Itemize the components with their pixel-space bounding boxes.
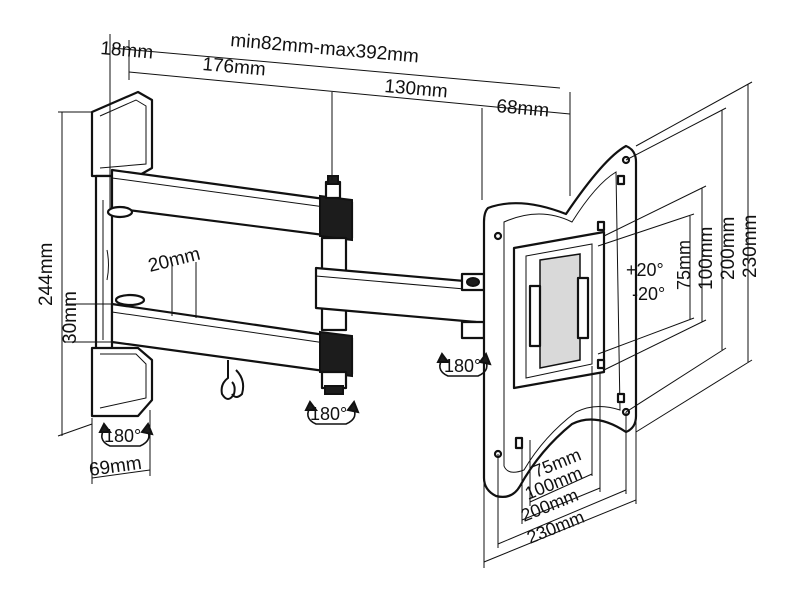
first-arm — [106, 168, 354, 395]
wall-plate-width-label: 69mm — [88, 453, 143, 481]
plate-rotation-label: 180° — [444, 356, 481, 376]
tilt-down-label: -20° — [632, 284, 665, 304]
second-arm-label: 130mm — [384, 76, 449, 102]
vesa-v-100-label: 100mm — [696, 227, 717, 290]
vesa-plate — [482, 144, 638, 498]
second-arm — [314, 266, 490, 340]
wall-rotation-label: 180° — [104, 426, 141, 446]
vesa-v-200-label: 200mm — [718, 217, 739, 280]
vesa-v-75-label: 75mm — [674, 240, 694, 290]
wall-plate-depth-label: 18mm — [100, 38, 154, 64]
first-arm-label: 176mm — [202, 54, 267, 80]
arm-gap-label: 20mm — [146, 244, 202, 277]
dimension-labels: min82mm-max392mm 18mm 176mm 130mm 68mm 2… — [36, 30, 761, 548]
arm-rotation-label: 180° — [310, 404, 347, 424]
wall-plate-height-label: 244mm — [36, 243, 57, 306]
wall-plate — [90, 90, 154, 418]
rotation-markers — [98, 351, 492, 447]
plate-offset-label: 68mm — [496, 96, 550, 122]
dimension-lines — [57, 34, 753, 568]
vesa-v-230-label: 230mm — [740, 215, 761, 278]
tilt-up-label: +20° — [626, 260, 664, 280]
arm-thickness-label: 30mm — [60, 291, 81, 344]
cable-hook — [220, 360, 245, 400]
